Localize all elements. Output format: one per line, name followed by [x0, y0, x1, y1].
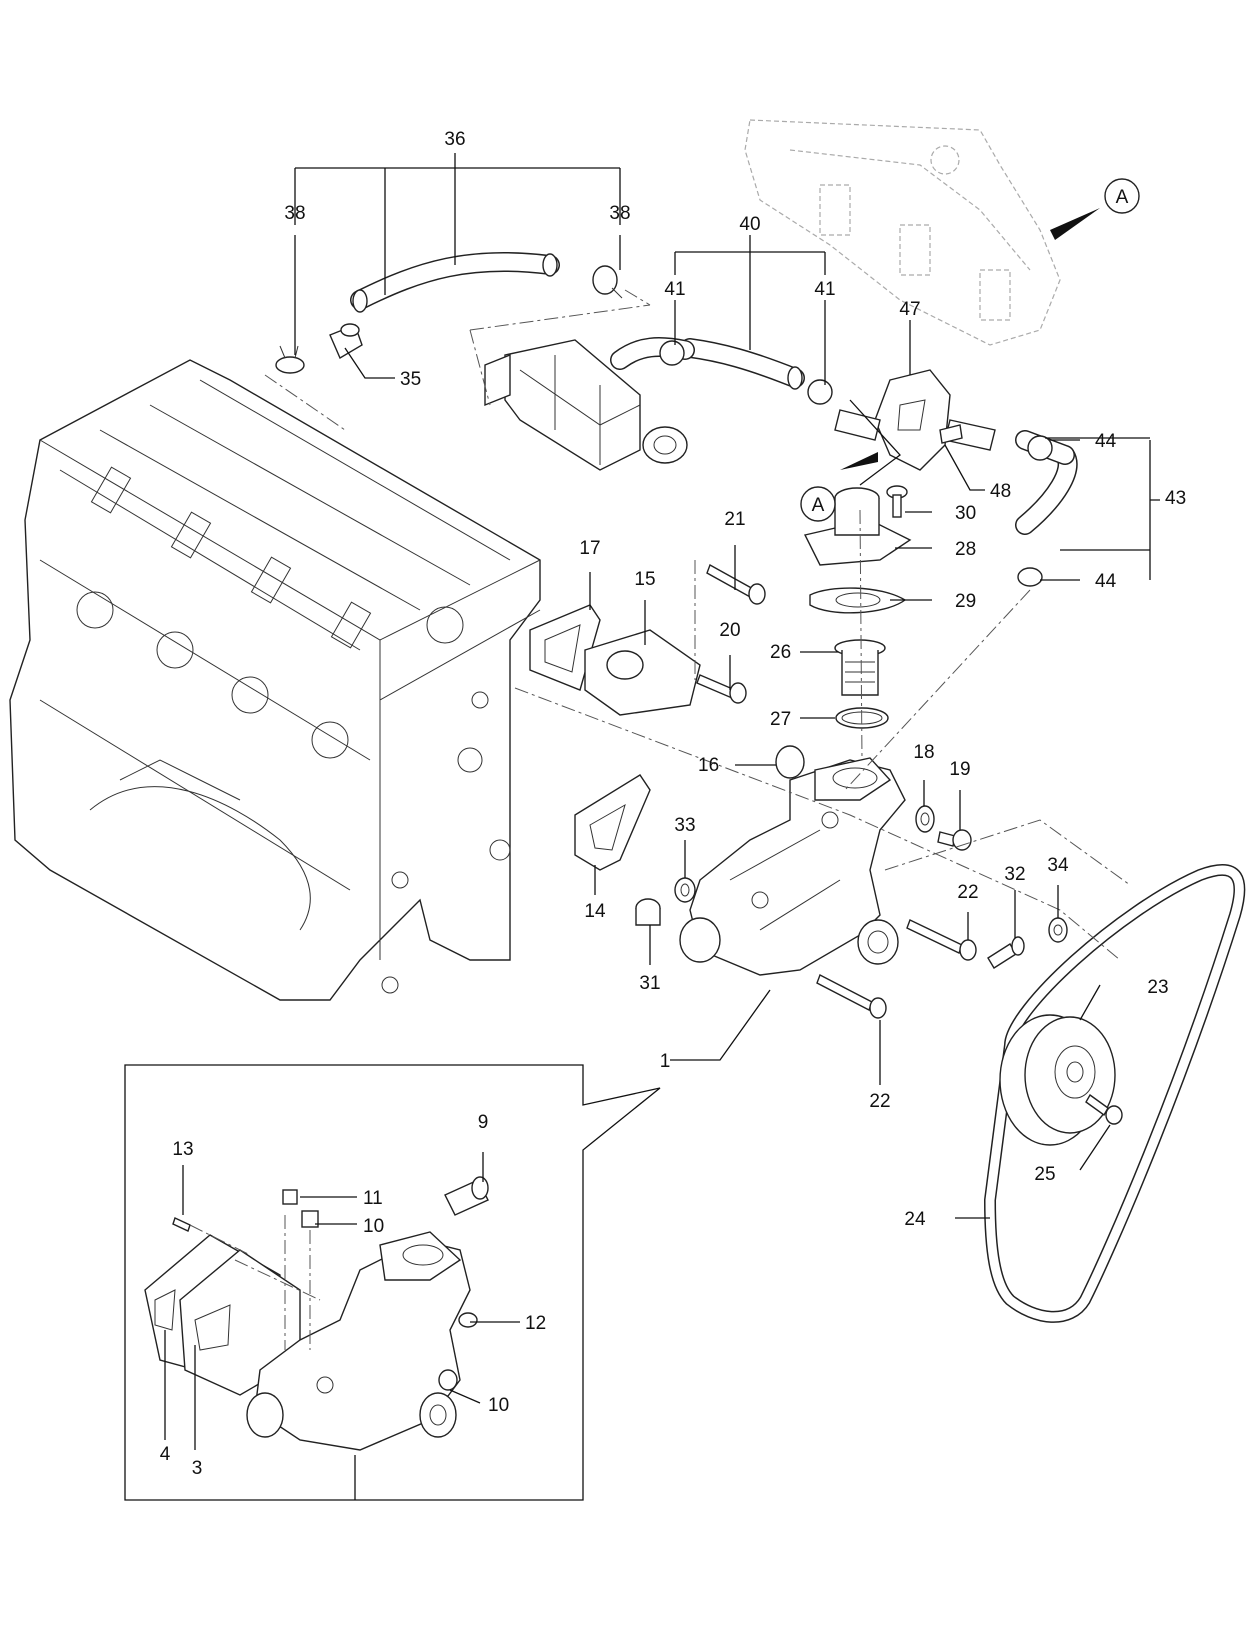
callout-18: 18: [913, 742, 934, 763]
callout-10-lower: 10: [488, 1395, 509, 1416]
callout-19: 19: [949, 759, 970, 780]
fan-belt-24: [984, 864, 1246, 1323]
callout-35: 35: [400, 369, 421, 390]
bolt-22-lower: [816, 974, 887, 1019]
callout-38-right: 38: [609, 203, 630, 224]
reference-arrow-mid: [800, 452, 878, 522]
ref-label-a-top: A: [1116, 187, 1129, 208]
inset-plug-10-lower: [438, 1369, 458, 1391]
o-ring-16: [775, 745, 805, 779]
egr-valve-housing: [834, 369, 996, 471]
callout-43: 43: [1165, 488, 1186, 509]
callout-41-left: 41: [664, 279, 685, 300]
bolt-20: [696, 674, 747, 704]
inset-pump: [246, 1231, 471, 1451]
flange-15: [584, 629, 701, 716]
exhaust-manifold-ghost: [744, 119, 1061, 346]
bolt-30: [886, 485, 908, 518]
bolt-21: [706, 563, 766, 605]
callout-26: 26: [770, 642, 791, 663]
clamp-44-top: [1027, 435, 1053, 461]
callout-10-upper: 10: [363, 1216, 384, 1237]
inset-box: [124, 1064, 661, 1501]
callout-12: 12: [525, 1313, 546, 1334]
bolt-25: [1085, 1093, 1123, 1125]
callout-15: 15: [634, 569, 655, 590]
callout-9: 9: [478, 1112, 489, 1133]
gasket-14: [574, 774, 651, 871]
hose-36: [350, 251, 560, 313]
hose-40: [680, 338, 805, 390]
clamp-41-left: [659, 340, 685, 366]
callout-34: 34: [1047, 855, 1069, 876]
clamp-38-right: [592, 265, 623, 299]
bolt-22-upper: [906, 919, 977, 961]
thermostat-cover-28: [803, 487, 912, 566]
callout-32: 32: [1004, 864, 1025, 885]
inset-plug-11: [282, 1189, 298, 1205]
bolt-48: [939, 424, 963, 444]
water-pump-1: [679, 757, 906, 976]
callout-47: 47: [899, 299, 920, 320]
inset-fitting-9: [444, 1176, 489, 1216]
callout-30: 30: [955, 503, 976, 524]
clamp-44-bottom: [1017, 567, 1043, 587]
callout-23: 23: [1147, 977, 1168, 998]
ref-label-a-mid: A: [812, 495, 825, 516]
bolt-19: [937, 829, 972, 851]
callout-44-bottom: 44: [1095, 571, 1117, 592]
callout-1: 1: [660, 1051, 671, 1072]
washer-18: [915, 805, 935, 833]
washer-34: [1048, 917, 1068, 943]
callout-48: 48: [990, 481, 1011, 502]
callout-13: 13: [172, 1139, 193, 1160]
reference-arrow-top: [1050, 178, 1140, 240]
callout-3: 3: [192, 1458, 203, 1479]
callout-11: 11: [363, 1188, 383, 1209]
callout-22-upper: 22: [957, 882, 978, 903]
callout-36: 36: [444, 129, 465, 150]
inset-bolt-13: [172, 1217, 191, 1232]
washer-33: [674, 877, 696, 903]
callout-44-top: 44: [1095, 431, 1117, 452]
callout-16: 16: [698, 755, 719, 776]
callout-27: 27: [770, 709, 791, 730]
callout-40: 40: [739, 214, 760, 235]
callout-24: 24: [904, 1209, 926, 1230]
callout-29: 29: [955, 591, 976, 612]
thermostat-26: [834, 639, 886, 696]
engine-block: [9, 359, 541, 1001]
phantom-lines: [189, 289, 1131, 1350]
callout-4: 4: [160, 1444, 171, 1465]
callout-31: 31: [639, 973, 660, 994]
callout-38-left: 38: [284, 203, 305, 224]
callout-41-right: 41: [814, 279, 835, 300]
gasket-29: [809, 587, 907, 614]
leader-lines: [164, 153, 1160, 1500]
callout-22-lower: 22: [869, 1091, 890, 1112]
temp-sensor-32: [987, 936, 1025, 969]
clamp-41-right: [807, 379, 833, 405]
callout-28: 28: [955, 539, 976, 560]
egr-cooler: [484, 339, 688, 471]
pulley-23: [999, 1014, 1116, 1146]
callout-17: 17: [579, 538, 600, 559]
callout-20: 20: [719, 620, 740, 641]
inset-plug-12: [458, 1312, 478, 1328]
inset-plug-10-upper: [301, 1210, 319, 1228]
fitting-35: [329, 323, 363, 360]
callout-21: 21: [724, 509, 745, 530]
plug-31: [635, 898, 661, 926]
clamp-38-left: [275, 345, 305, 374]
callout-33: 33: [674, 815, 695, 836]
callout-25: 25: [1034, 1164, 1055, 1185]
callout-14: 14: [584, 901, 606, 922]
